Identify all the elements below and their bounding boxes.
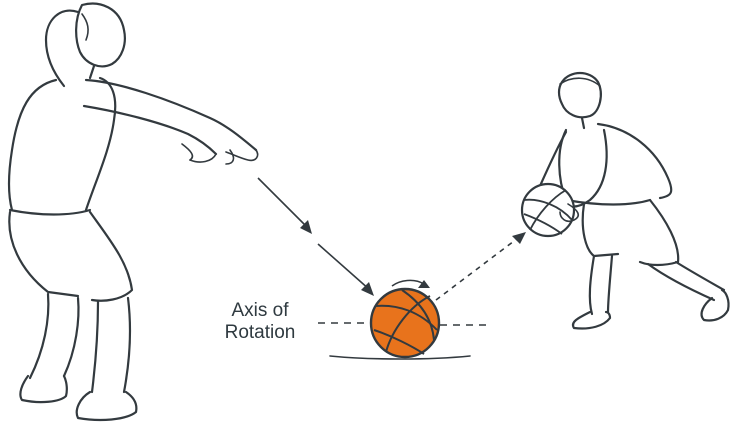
ground-line: [329, 355, 471, 360]
bouncing-basketball: [369, 287, 441, 359]
axis-label-line2: Rotation: [224, 322, 296, 343]
rebound-trajectory: [435, 232, 526, 301]
axis-label-line1: Axis of: [231, 300, 289, 321]
spin-arrow-icon: [391, 279, 430, 288]
axis-of-rotation-label: Axis of Rotation: [205, 300, 315, 344]
receiver-figure: [520, 71, 730, 330]
axis-of-rotation-line: [318, 322, 488, 326]
pass-trajectory: [257, 177, 374, 296]
passer-figure: [7, 2, 259, 422]
held-basketball: [520, 182, 576, 238]
